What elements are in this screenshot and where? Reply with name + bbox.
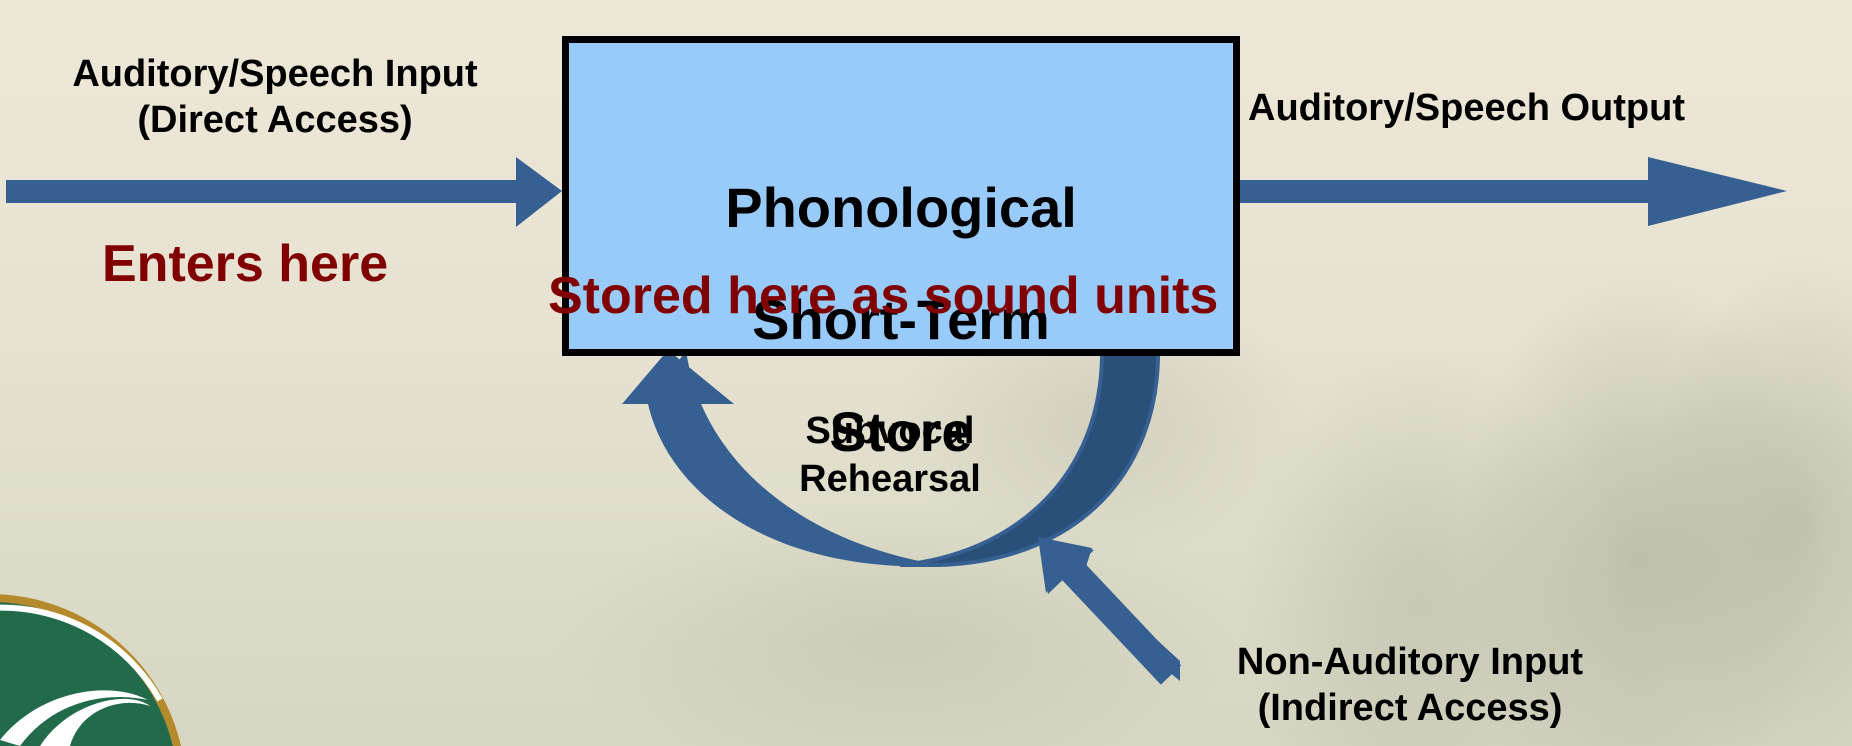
indirect-input-arrow — [1038, 537, 1182, 685]
store-title-line-2: Short-Term — [752, 288, 1050, 351]
rehearsal-label-line-2: Rehearsal — [799, 457, 981, 500]
indirect-input-label: Non-Auditory Input (Indirect Access) — [1200, 640, 1620, 731]
rehearsal-label-line-1: Subvocal — [805, 410, 975, 452]
rehearsal-label: Subvocal Rehearsal — [780, 408, 1000, 503]
phonological-store-box — [562, 36, 1240, 356]
store-title-line-3: Store — [829, 400, 973, 463]
output-label: Auditory/Speech Output — [1248, 87, 1685, 129]
indirect-input-label-line-1: Non-Auditory Input — [1236, 641, 1584, 683]
store-title-line-1: Phonological — [725, 176, 1077, 239]
direct-input-arrow — [6, 157, 562, 227]
indirect-input-label-line-2: (Indirect Access) — [1257, 686, 1563, 729]
output-arrow — [1232, 157, 1787, 226]
direct-input-label-line-1: Auditory/Speech Input — [72, 53, 478, 95]
annotation-stored-here: Stored here as sound units — [548, 267, 1219, 325]
subvocal-rehearsal-arrow — [622, 346, 1161, 567]
university-logo — [0, 594, 181, 746]
direct-input-label: Auditory/Speech Input (Direct Access) — [40, 52, 510, 143]
direct-input-label-line-2: (Direct Access) — [137, 98, 413, 141]
store-title: Phonological Short-Term Store — [562, 124, 1240, 516]
annotation-enters-here: Enters here — [102, 235, 389, 293]
